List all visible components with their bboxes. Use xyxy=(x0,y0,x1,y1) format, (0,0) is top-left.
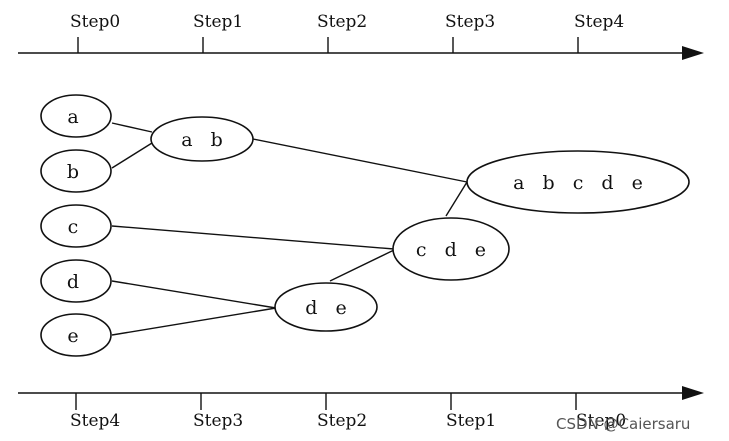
node-d-label: d xyxy=(67,271,85,293)
edge-cde-abcde xyxy=(445,181,468,217)
node-c: c xyxy=(40,204,112,248)
watermark: CSDN @Caiersaru xyxy=(556,415,690,433)
node-ab-label: a b xyxy=(181,129,229,151)
node-cde-label: c d e xyxy=(416,239,492,261)
node-c-label: c xyxy=(68,216,85,238)
edge-c-cde xyxy=(111,225,395,250)
node-cde: c d e xyxy=(392,217,510,281)
node-abcde-label: a b c d e xyxy=(513,172,649,194)
top-axis: Step0 Step1 Step2 Step3 Step4 xyxy=(18,12,704,60)
node-de-label: d e xyxy=(305,297,352,319)
edges xyxy=(111,122,468,336)
edge-e-de xyxy=(111,307,277,336)
top-step-label: Step3 xyxy=(445,12,495,32)
edge-ab-abcde xyxy=(252,138,468,183)
bottom-step-label: Step1 xyxy=(446,411,496,431)
top-step-label: Step1 xyxy=(193,12,243,32)
node-d: d xyxy=(40,259,112,303)
node-ab: a b xyxy=(150,116,254,162)
bottom-step-label: Step3 xyxy=(193,411,243,431)
top-step-label: Step0 xyxy=(70,12,120,32)
edge-b-ab xyxy=(111,142,153,169)
top-axis-arrow-icon xyxy=(682,46,704,60)
node-abcde: a b c d e xyxy=(466,150,690,214)
node-b-label: b xyxy=(67,161,85,183)
node-de: d e xyxy=(274,282,378,332)
node-e-label: e xyxy=(67,325,84,347)
top-step-label: Step4 xyxy=(574,12,624,32)
bottom-step-label: Step0 xyxy=(576,411,626,431)
node-b: b xyxy=(40,149,112,193)
top-step-label: Step2 xyxy=(317,12,367,32)
node-e: e xyxy=(40,313,112,357)
edge-d-de xyxy=(111,280,277,309)
node-a: a xyxy=(40,94,112,138)
edge-de-cde xyxy=(329,249,395,282)
edge-a-ab xyxy=(111,122,153,133)
node-a-label: a xyxy=(67,106,84,128)
bottom-step-label: Step2 xyxy=(317,411,367,431)
bottom-step-label: Step4 xyxy=(70,411,120,431)
bottom-axis: Step4 Step3 Step2 Step1 Step0 xyxy=(18,386,704,431)
bottom-axis-arrow-icon xyxy=(682,386,704,400)
